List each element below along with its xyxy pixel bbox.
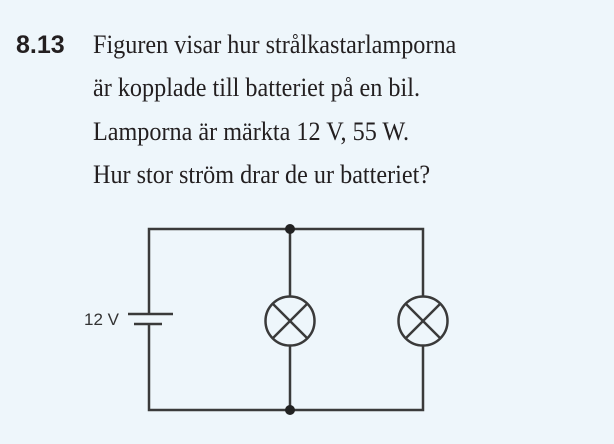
- battery-voltage-label: 12 V: [84, 310, 119, 329]
- junction-dot-top: [285, 224, 295, 234]
- problem-number: 8.13: [16, 31, 65, 59]
- problem-text-line: är kopplade till batteriet på en bil.: [93, 73, 420, 102]
- lamp-icon: [397, 295, 449, 347]
- problem-text-line: Hur stor ström drar de ur batteriet?: [93, 160, 431, 189]
- junction-dot-bottom: [285, 405, 295, 415]
- lamp-icon: [264, 295, 316, 347]
- problem-text-line: Figuren visar hur strålkastarlamporna: [93, 30, 457, 59]
- problem-text-line: Lamporna är märkta 12 V, 55 W.: [93, 117, 410, 146]
